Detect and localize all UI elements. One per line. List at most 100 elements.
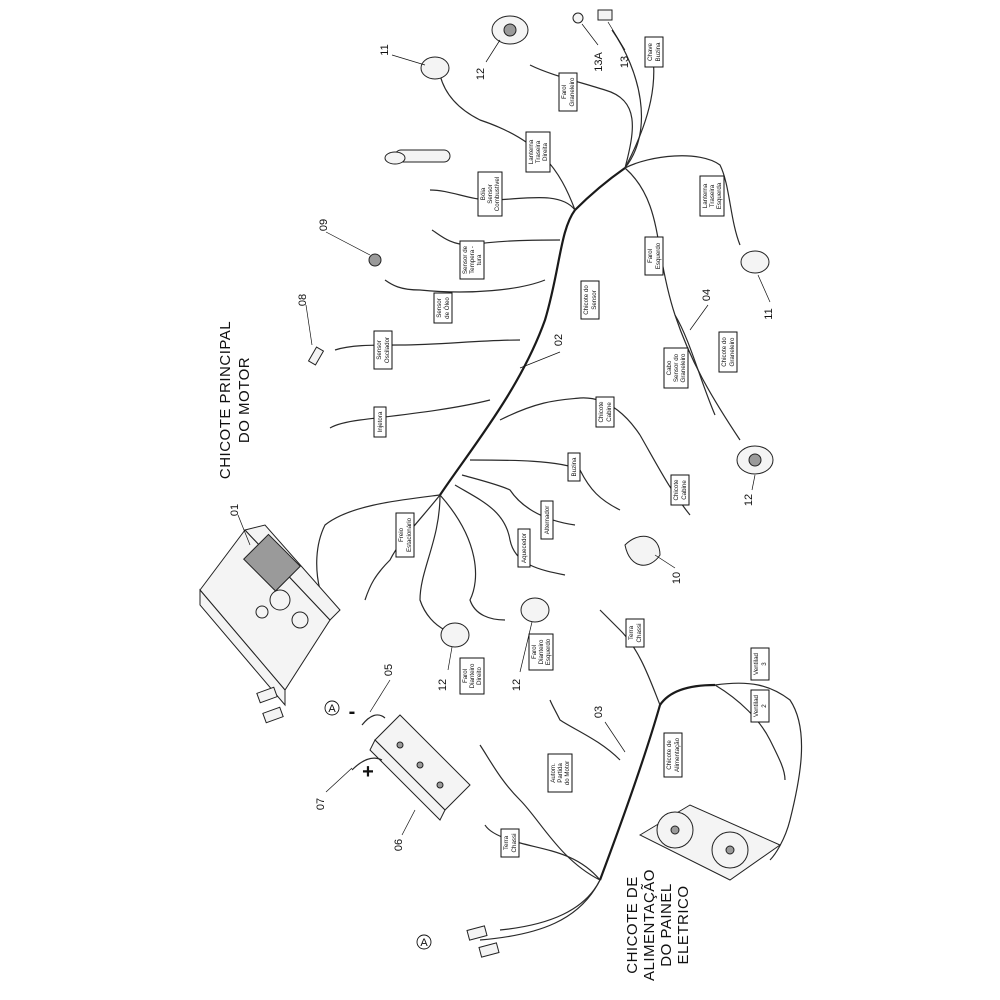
label-cc2-2: Cabine — [681, 480, 688, 500]
label-cc1-1: Chicote — [598, 401, 605, 423]
title-main-line1: CHICOTE PRINCIPAL — [217, 321, 234, 479]
label-tc2-2: Chassi — [511, 834, 518, 853]
label-chicote-cabine-1: Chicote Cabine — [595, 396, 615, 428]
label-tc2-1: Terra — [503, 835, 510, 850]
part-num-12-front-left: 12 — [511, 679, 523, 691]
title-feed-line1: CHICOTE DE — [624, 876, 641, 974]
label-sensor-oleo: Sensor de Óleo — [433, 292, 453, 324]
label-lte-2: Traseira — [709, 184, 716, 207]
label-boia-2: Sensor — [487, 184, 494, 204]
label-oleo-1: Sensor — [436, 298, 443, 318]
label-chicote-alimentacao: Chicote de Alimentação — [663, 732, 683, 778]
label-terra-chassi-2: Terra Chassi — [500, 828, 520, 858]
part-num-02: 02 — [553, 334, 565, 346]
label-aquecedor-1: Aquecedor — [521, 533, 528, 563]
label-ap-2: Partida — [557, 763, 564, 783]
control-panel-box — [199, 524, 341, 707]
label-chicote-cabine-2: Chicote Cabine — [670, 474, 690, 506]
label-ventilad-3: Ventilad 3 — [750, 647, 770, 681]
label-boia-sensor: Bóia Sensor Combustível — [477, 171, 503, 217]
part-num-13a: 13A — [593, 52, 605, 72]
label-v3-1: Ventilad — [753, 652, 760, 675]
label-farol-dianteiro-direito: Farol Dianteiro Direito — [459, 657, 485, 695]
label-injetora-1: Injetora — [377, 411, 384, 432]
label-tc1-1: Terra — [628, 625, 635, 640]
label-tc1-2: Chassi — [636, 624, 643, 643]
title-main-harness: CHICOTE PRINCIPAL DO MOTOR — [217, 321, 253, 479]
label-sensor-temperatura: Sensor de Tempera - tura — [459, 240, 485, 280]
label-farol-esquerdo: Farol Esquerdo — [644, 236, 664, 276]
label-alternador: Alternador — [540, 500, 554, 540]
label-fdd-1: Farol — [462, 669, 469, 683]
switch-13a — [572, 12, 584, 24]
label-oleo-2: de Óleo — [444, 297, 451, 319]
tail-light-11-right — [740, 250, 770, 274]
label-ventilad-2: Ventilad 2 — [750, 689, 770, 723]
label-fde-1: Farol — [531, 645, 538, 659]
main-harness-wires — [316, 29, 741, 631]
fuel-float — [384, 149, 451, 165]
battery — [369, 714, 471, 821]
label-farol-esq-2: Esquerdo — [655, 242, 662, 269]
minus-sign: - — [349, 701, 356, 723]
tail-light-11-top — [420, 56, 450, 80]
label-lanterna-traseira-esquerda: Lanterna Traseira Esquerda — [699, 175, 725, 217]
label-temp-1: Sensor de — [462, 245, 469, 274]
marker-a-bottom: A — [416, 934, 432, 950]
switch-13 — [597, 9, 613, 21]
label-lte-3: Esquerda — [716, 182, 723, 209]
part-num-12-top: 12 — [475, 68, 487, 80]
light-12-right — [736, 445, 774, 475]
label-cabo-2: Sensor do — [673, 353, 680, 382]
label-boia-3: Combustível — [494, 177, 501, 211]
label-fde-3: Esquerdo — [545, 638, 552, 665]
label-temp-3: tura — [476, 254, 483, 265]
label-cabo-1: Cabo — [666, 360, 673, 375]
label-osc-1: Sensor — [376, 340, 383, 360]
label-fde-2: Dianteiro — [538, 639, 545, 664]
label-cc1-2: Cabine — [606, 402, 613, 422]
label-cabo-3: Graneleiro — [680, 353, 687, 382]
label-freio-1: Freio — [398, 527, 405, 542]
marker-a-top-text: A — [328, 703, 336, 715]
label-lanterna-traseira-direita: Lanterna Traseira Direita — [525, 131, 551, 173]
feed-harness-wires — [479, 609, 803, 941]
title-feed-harness: CHICOTE DE ALIMENTAÇÃO DO PAINEL ELETRIC… — [624, 869, 692, 981]
label-alternador-1: Alternador — [544, 506, 551, 535]
label-aquecedor: Aquecedor — [517, 528, 531, 568]
part-num-03: 03 — [593, 706, 605, 718]
connector-a-top — [256, 686, 284, 724]
marker-a-top: A — [324, 700, 340, 716]
marker-a-bottom-text: A — [420, 937, 428, 949]
label-v3-2: 3 — [761, 662, 768, 666]
label-ltd-3: Direita — [542, 143, 549, 161]
label-lte-1: Lanterna — [702, 183, 709, 208]
title-main-line2: DO MOTOR — [236, 357, 253, 443]
horn — [624, 535, 661, 566]
title-feed-line2: ALIMENTAÇÃO — [641, 869, 658, 981]
label-fdd-3: Direito — [476, 667, 483, 685]
label-terra-chassi-1: Terra Chassi — [625, 618, 645, 648]
light-12-front-left — [520, 597, 550, 623]
label-farol-graneleiro: Farol Graneleiro — [558, 72, 578, 112]
label-sensor-oscilador: Sensor Oscilador — [373, 330, 393, 370]
part-num-09: 09 — [318, 219, 330, 231]
positive-terminal-cable — [351, 757, 383, 771]
label-chave-buzina: Chave Buzina — [644, 36, 664, 68]
part-num-13: 13 — [619, 56, 631, 68]
label-cabo-sensor-graneleiro: Cabo Sensor do Graneleiro — [663, 347, 689, 389]
part-num-06: 06 — [393, 839, 405, 851]
label-cc2-1: Chicote — [673, 479, 680, 501]
label-chicote-graneleiro: Chicote do Graneleiro — [718, 331, 738, 373]
label-chicote-sensor: Chicote do Sensor — [580, 280, 600, 320]
label-farol-esq-1: Farol — [647, 249, 654, 263]
label-chicote-sensor-2: Sensor — [591, 290, 598, 310]
label-autom-partida: Autom. Partida do Motor — [547, 753, 573, 793]
label-v2-1: Ventilad — [753, 694, 760, 717]
part-num-07: 07 — [315, 798, 327, 810]
oscillator-sensor-08 — [307, 346, 325, 366]
label-cg-1: Chicote do — [721, 337, 728, 367]
label-chicote-sensor-1: Chicote do — [583, 285, 590, 315]
part-num-01: 01 — [229, 504, 241, 516]
